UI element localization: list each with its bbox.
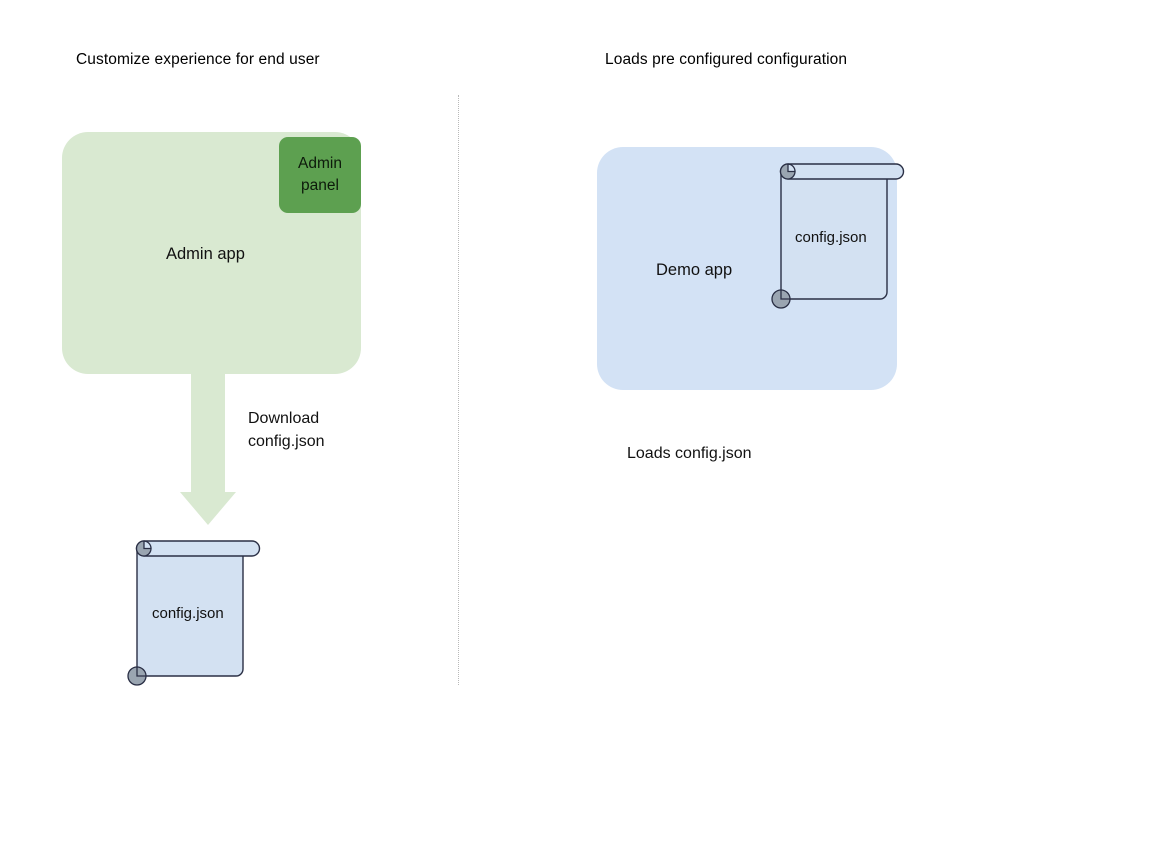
download-arrow-icon: [180, 370, 236, 525]
left-panel-heading: Customize experience for end user: [76, 51, 320, 68]
right-panel-heading: Loads pre configured configuration: [605, 51, 848, 68]
config-json-scroll-left: [127, 540, 261, 686]
config-json-label-right: config.json: [795, 229, 867, 246]
admin-app-label: Admin app: [166, 245, 245, 263]
panel-divider: [458, 95, 459, 685]
demo-app-label: Demo app: [656, 261, 733, 279]
config-json-scroll-right: [771, 163, 905, 309]
admin-panel-button[interactable]: Admin panel: [279, 137, 361, 213]
config-json-label-left: config.json: [152, 605, 224, 622]
download-arrow-caption: Download config.json: [248, 410, 325, 450]
loads-config-caption: Loads config.json: [627, 445, 752, 462]
admin-panel-label: Admin panel: [298, 155, 342, 194]
